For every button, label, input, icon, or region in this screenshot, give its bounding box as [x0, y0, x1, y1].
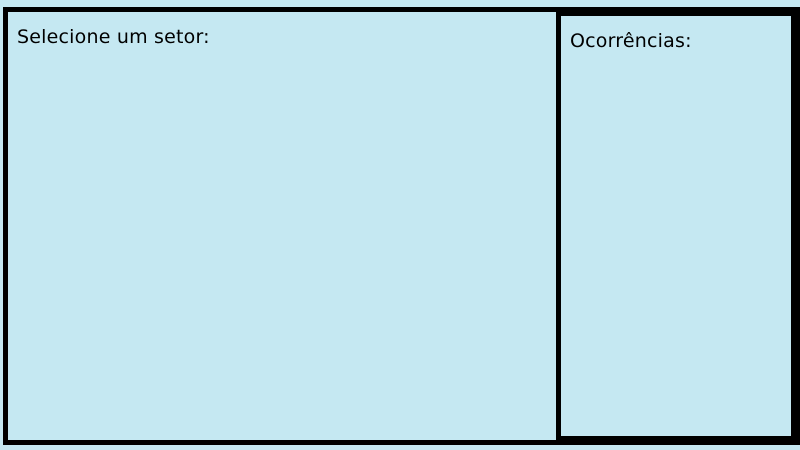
- occurrences-title: Ocorrências:: [570, 30, 692, 52]
- sector-selection-panel[interactable]: Selecione um setor:: [8, 12, 561, 440]
- occurrences-panel[interactable]: Ocorrências:: [561, 12, 795, 440]
- main-frame: Selecione um setor: Ocorrências:: [3, 7, 800, 445]
- sector-selection-title: Selecione um setor:: [17, 26, 210, 48]
